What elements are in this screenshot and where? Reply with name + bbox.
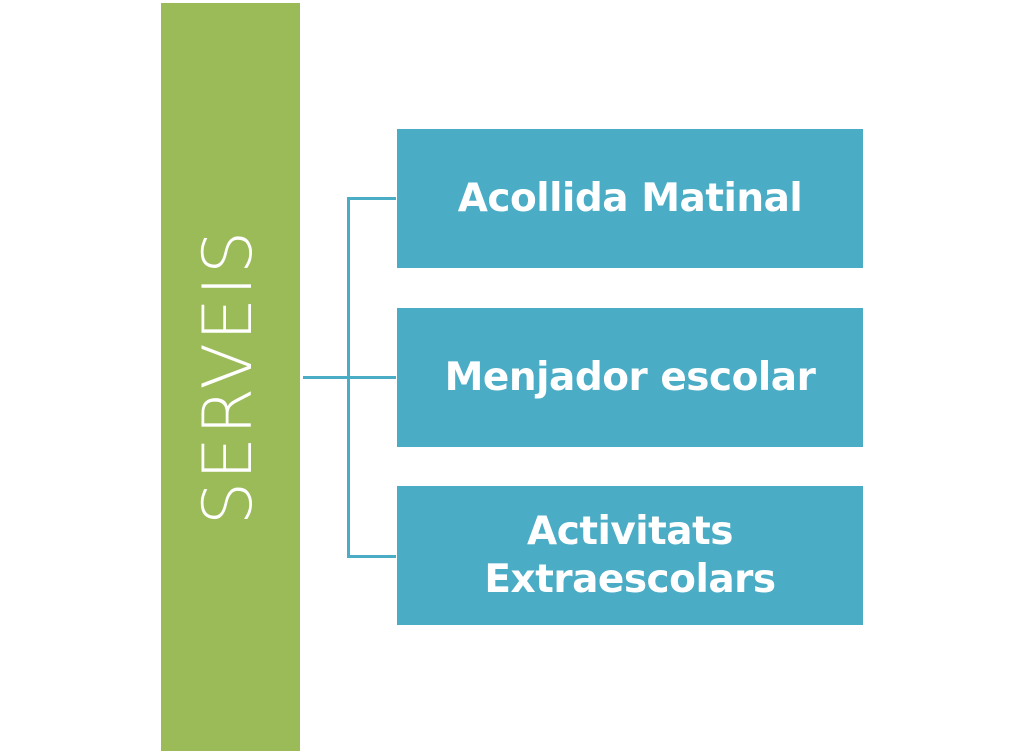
label-line: Menjador escolar [444, 354, 816, 400]
child-node-label: Acollida Matinal [458, 175, 803, 223]
label-line-1: Activitats [527, 508, 733, 554]
root-node-label: SERVEIS [189, 228, 268, 526]
label-line: Acollida Matinal [457, 175, 803, 221]
connector-branch-1 [347, 197, 396, 200]
child-node-activitats-extraescolars: Activitats Extraescolars [397, 486, 863, 625]
child-node-label: Menjador escolar [445, 354, 816, 402]
label-line-2: Extraescolars [484, 556, 776, 602]
connector-branch-2 [347, 376, 396, 379]
child-node-acollida-matinal: Acollida Matinal [397, 129, 863, 268]
child-node-menjador-escolar: Menjador escolar [397, 308, 863, 447]
child-node-label: Activitats Extraescolars [484, 508, 776, 603]
root-node-serveis [161, 3, 300, 751]
connector-branch-3 [347, 555, 396, 558]
